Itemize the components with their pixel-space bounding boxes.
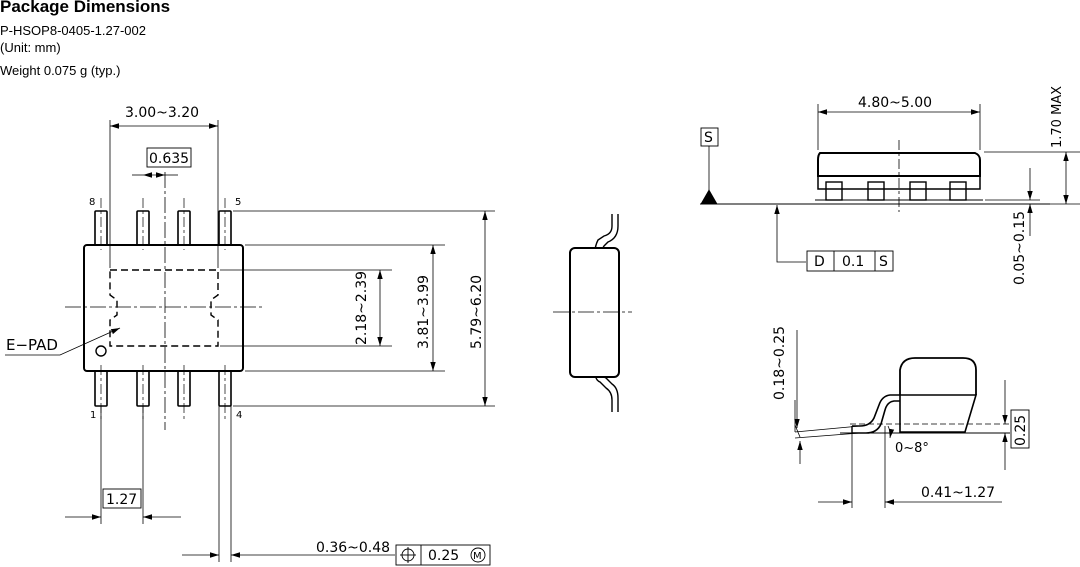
dim-body-h-label: 3.81~3.99 <box>416 275 432 349</box>
epad-outline <box>109 269 219 347</box>
top-view <box>5 120 495 566</box>
epad-label: E−PAD <box>6 336 58 354</box>
dim-pitch-label: 1.27 <box>106 492 137 508</box>
tol-modifier-label: M <box>473 551 482 562</box>
pin-label-1: 1 <box>90 410 96 421</box>
dim-lead-thk-label: 0.18~0.25 <box>772 326 788 400</box>
detail-view-labels: 0.18~0.25 0.25 0~8° 0.41~1.27 <box>772 326 1029 501</box>
dim-lead-w-label: 0.36~0.48 <box>316 540 390 556</box>
pin1-mark <box>95 345 107 357</box>
front-view-labels: 4.80~5.00 1.70 MAX 0.05~0.15 S D 0.1 S <box>704 86 1065 285</box>
datum-label: S <box>704 130 713 146</box>
leads-top <box>94 210 232 247</box>
part-number: P-HSOP8-0405-1.27-002 <box>0 23 146 38</box>
page-title: Package Dimensions <box>0 0 171 16</box>
flatness-frame <box>806 250 894 272</box>
flatness-symbol: D <box>814 254 825 270</box>
dim-length-label: 4.80~5.00 <box>858 95 932 111</box>
weight-note: Weight 0.075 g (typ.) <box>0 63 121 78</box>
dim-overall-h-label: 5.79~6.20 <box>469 275 485 349</box>
pin-label-8: 8 <box>89 197 95 208</box>
dim-gauge-label: 0.25 <box>1013 415 1029 446</box>
side-view <box>553 214 632 412</box>
dim-height-label: 1.70 MAX <box>1050 86 1065 148</box>
flatness-datum: S <box>879 254 888 270</box>
side-body <box>569 247 620 378</box>
dim-pitch-half-label: 0.635 <box>149 151 189 167</box>
dim-foot-label: 0.41~1.27 <box>921 485 995 501</box>
front-view <box>700 104 1080 272</box>
dim-width-label: 3.00~3.20 <box>125 105 199 121</box>
dim-angle-label: 0~8° <box>895 441 929 456</box>
pin-label-5: 5 <box>235 197 241 208</box>
package-body <box>83 244 244 372</box>
top-view-labels: 8 5 1 4 E−PAD 3.00~3.20 0.635 2.18~2.39 … <box>6 105 485 564</box>
pin-label-4: 4 <box>236 410 242 421</box>
tolerance-frame <box>395 544 491 566</box>
dim-epad-h-label: 2.18~2.39 <box>354 271 370 345</box>
flatness-value: 0.1 <box>842 254 864 270</box>
detail-view <box>794 330 1030 508</box>
leads-bottom <box>94 369 232 407</box>
tol-value-label: 0.25 <box>428 548 459 564</box>
dim-standoff-label: 0.05~0.15 <box>1012 211 1028 285</box>
unit-note: (Unit: mm) <box>0 40 61 55</box>
